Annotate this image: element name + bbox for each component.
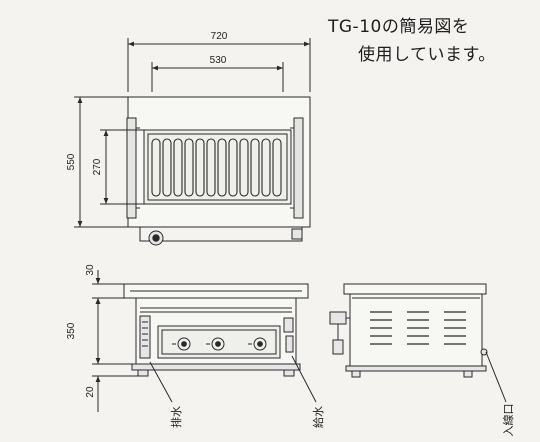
note-line-2: 使用しています。 bbox=[358, 45, 496, 65]
dim-overall-depth: 550 bbox=[66, 153, 77, 170]
front-view bbox=[92, 270, 317, 412]
side-view bbox=[329, 283, 507, 403]
label-water-supply: 給水 bbox=[311, 406, 325, 428]
dim-grill-width: 530 bbox=[210, 55, 227, 66]
dim-body-height: 350 bbox=[66, 322, 77, 339]
note-line-1: TG-10の簡易図を bbox=[328, 17, 470, 37]
dim-top-height: 30 bbox=[85, 264, 96, 276]
dim-grill-depth: 270 bbox=[92, 158, 103, 175]
label-wire-inlet: 入線口 bbox=[501, 404, 515, 437]
dim-overall-width: 720 bbox=[211, 31, 228, 42]
dim-leg-height: 20 bbox=[85, 386, 96, 398]
label-drain: 排水 bbox=[169, 406, 183, 428]
top-view bbox=[74, 38, 311, 246]
